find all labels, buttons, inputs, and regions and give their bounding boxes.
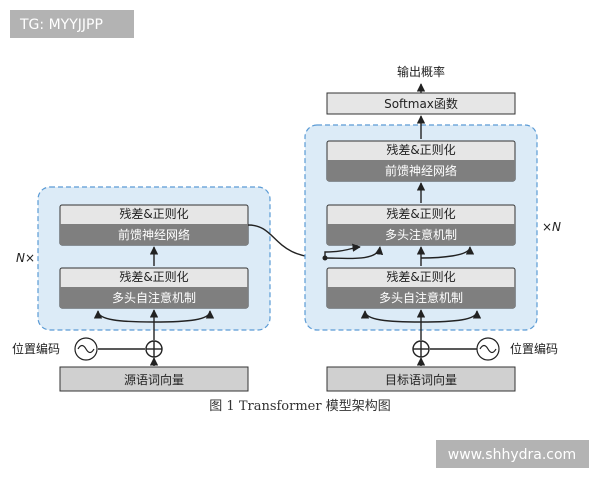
figure-caption: 图 1 Transformer 模型架构图 xyxy=(209,399,390,414)
decoder-self-norm-label: 残差&正则化 xyxy=(386,270,455,284)
encoder-input-box xyxy=(59,366,249,392)
decoder-positional-encoding: 位置编码 xyxy=(412,337,558,361)
softmax-box xyxy=(326,92,516,115)
decoder-ffn-norm-label: 残差&正则化 xyxy=(386,143,455,157)
watermark-bottom: www.shhydra.com xyxy=(436,440,589,468)
decoder-cross-norm-label: 残差&正则化 xyxy=(386,207,455,221)
encoder-attn-label: 多头自注意机制 xyxy=(112,290,196,305)
encoder-attn-norm-label: 残差&正则化 xyxy=(119,270,188,284)
encoder-attention-block: 残差&正则化 多头自注意机制 xyxy=(59,267,249,309)
watermark-top: TG: MYYJJPP xyxy=(10,10,134,38)
watermark-top-text: TG: MYYJJPP xyxy=(19,17,103,33)
encoder-ffn-label: 前馈神经网络 xyxy=(118,227,190,242)
decoder-self-label: 多头自注意机制 xyxy=(379,290,463,305)
encoder-ffn-norm-label: 残差&正则化 xyxy=(119,207,188,221)
encoder-decoder-junction xyxy=(322,255,328,261)
softmax-label: Softmax函数 xyxy=(384,96,458,111)
encoder-repeat-label: N× xyxy=(16,251,35,265)
watermark-bottom-text: www.shhydra.com xyxy=(448,447,576,463)
decoder-connections xyxy=(324,83,482,366)
decoder-cross-label: 多头注意机制 xyxy=(385,227,457,242)
decoder-self-attention-block: 残差&正则化 多头自注意机制 xyxy=(326,267,516,309)
decoder-repeat-label: ×N xyxy=(542,220,561,234)
decoder-input-box xyxy=(326,366,516,392)
encoder-pos-label: 位置编码 xyxy=(12,341,60,356)
decoder-cross-attention-block: 残差&正则化 多头注意机制 xyxy=(326,204,516,246)
output-prob-label: 输出概率 xyxy=(397,64,445,79)
encoder-input-label: 源语词向量 xyxy=(124,372,184,387)
encoder-positional-encoding: 位置编码 xyxy=(12,337,163,361)
decoder-pos-label: 位置编码 xyxy=(510,341,558,356)
decoder-input-label: 目标语词向量 xyxy=(385,372,457,387)
encoder-connections xyxy=(93,224,326,366)
encoder-ffn-block: 残差&正则化 前馈神经网络 xyxy=(59,204,249,246)
decoder-ffn-block: 残差&正则化 前馈神经网络 xyxy=(326,140,516,182)
decoder-ffn-label: 前馈神经网络 xyxy=(385,163,457,178)
